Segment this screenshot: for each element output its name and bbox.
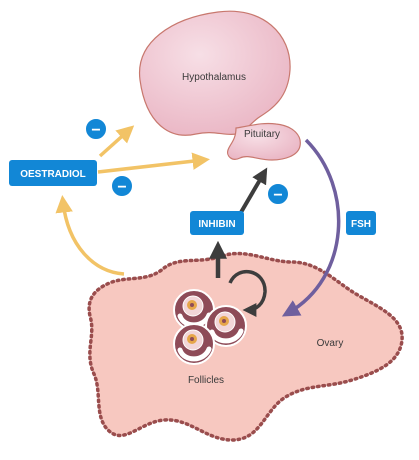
- ovary-to-oestradiol-arrow: [55, 195, 125, 276]
- oestradiol-label: OESTRADIOL: [20, 169, 86, 180]
- oestradiol-to-hypothalamus-arrow: [98, 125, 135, 158]
- follicle-growth-loop-arrow: [228, 269, 267, 317]
- minus-icon: −: [91, 122, 100, 139]
- pituitary-label: Pituitary: [244, 129, 280, 140]
- negative-feedback-badge-hypothalamus: −: [84, 117, 108, 141]
- fsh-label: FSH: [351, 219, 371, 230]
- minus-icon: −: [117, 179, 126, 196]
- oestradiol-box: OESTRADIOL: [9, 160, 97, 186]
- hypothalamus-label: Hypothalamus: [182, 72, 246, 83]
- inhibin-label: INHIBIN: [198, 219, 235, 230]
- follicle-2: [205, 305, 247, 347]
- ovary-label: Ovary: [317, 338, 344, 349]
- hypothalamus-shape: [139, 10, 291, 136]
- minus-icon: −: [273, 187, 282, 204]
- oestradiol-to-pituitary-arrow: [97, 152, 210, 174]
- follicle-3: [173, 323, 215, 365]
- ovary-shape: [87, 251, 404, 442]
- inhibin-to-pituitary-arrow: [238, 167, 268, 216]
- fsh-arrow: [281, 138, 341, 317]
- pituitary-shape: [227, 122, 301, 161]
- negative-feedback-badge-pituitary: −: [110, 174, 134, 198]
- inhibin-box: INHIBIN: [190, 211, 244, 235]
- negative-feedback-badge-inhibin: −: [266, 182, 290, 206]
- follicles-label: Follicles: [188, 375, 224, 386]
- fsh-box: FSH: [346, 211, 376, 235]
